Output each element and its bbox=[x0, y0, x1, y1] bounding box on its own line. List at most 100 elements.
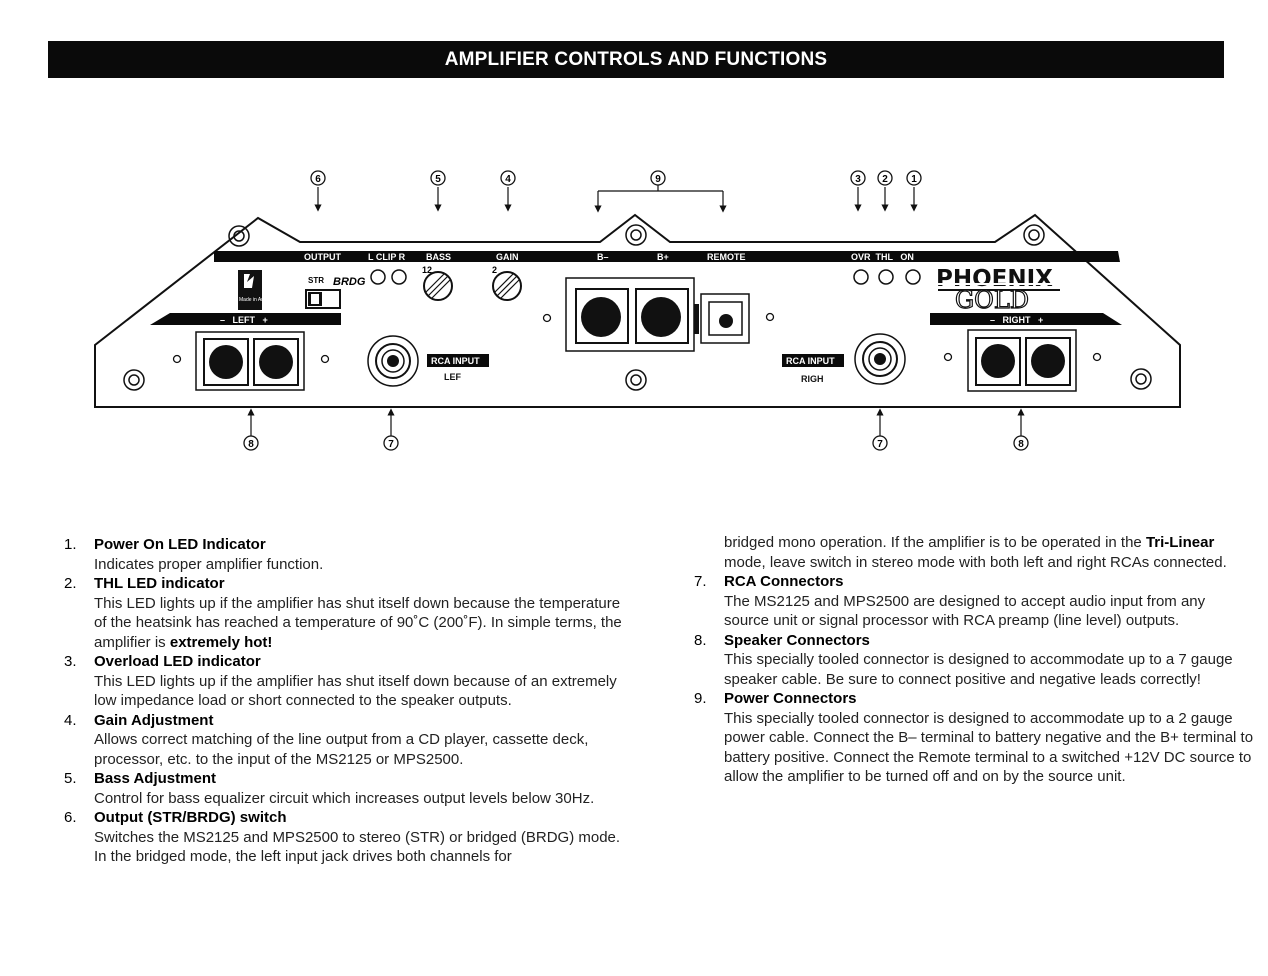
item-body: Switches the MS2125 and MPS2500 to stere… bbox=[94, 828, 621, 866]
item-body: Control for bass equalizer circuit which… bbox=[94, 789, 595, 807]
item-body: The MS2125 and MPS2500 are designed to a… bbox=[724, 592, 1206, 630]
b-minus-label: B– bbox=[597, 252, 609, 262]
item-title: Power On LED Indicator bbox=[94, 536, 266, 553]
right-rca-input[interactable] bbox=[854, 333, 906, 385]
item-body: This specially tooled connector is desig… bbox=[724, 709, 1254, 786]
list-item: 9.Power Connectors This specially tooled… bbox=[694, 690, 1254, 786]
made-in-america-logo: Made in America bbox=[238, 270, 276, 310]
svg-text:8: 8 bbox=[248, 439, 254, 450]
list-item: 3.Overload LED indicator This LED lights… bbox=[64, 652, 624, 711]
remote-label: REMOTE bbox=[707, 252, 746, 262]
bass-tick: 12 bbox=[422, 265, 432, 275]
item-title: Output (STR/BRDG) switch bbox=[94, 809, 287, 826]
amplifier-diagram: OUTPUT L CLIP R BASS GAIN B– B+ REMOTE O… bbox=[94, 170, 1181, 451]
item-body: This specially tooled connector is desig… bbox=[724, 651, 1233, 688]
left-speaker-connector[interactable] bbox=[195, 331, 305, 391]
list-item: 4.Gain Adjustment Allows correct matchin… bbox=[64, 711, 624, 770]
gain-tick: 2 bbox=[492, 265, 497, 275]
right-rca-label: RCA INPUT bbox=[786, 356, 835, 366]
gain-knob[interactable] bbox=[492, 271, 522, 301]
mounting-hole bbox=[1023, 224, 1045, 246]
clip-led-right bbox=[391, 269, 407, 285]
str-label: STR bbox=[308, 276, 324, 285]
item-emphasis: extremely hot! bbox=[169, 633, 273, 651]
right-channel-bar bbox=[930, 313, 1122, 325]
mounting-hole bbox=[1130, 368, 1152, 390]
right-bar-label: – RIGHT + bbox=[990, 315, 1043, 325]
item-title: Power Connectors bbox=[724, 690, 857, 707]
item-body: This LED lights up if the amplifier has … bbox=[94, 672, 617, 710]
amplifier-body bbox=[94, 213, 1181, 408]
list-item: 5.Bass Adjustment Control for bass equal… bbox=[64, 769, 624, 808]
svg-text:3: 3 bbox=[855, 174, 861, 185]
svg-text:PHOENIX: PHOENIX bbox=[936, 266, 1053, 292]
left-rca-sub: LEF bbox=[444, 372, 462, 382]
svg-text:1: 1 bbox=[911, 174, 917, 185]
svg-text:Made in America: Made in America bbox=[239, 297, 276, 303]
callout-8-right: 8 bbox=[1013, 408, 1029, 451]
callout-7-right: 7 bbox=[872, 408, 888, 451]
output-switch[interactable] bbox=[305, 289, 341, 309]
led-labels: OVR THL ON bbox=[851, 252, 914, 262]
page-header: AMPLIFIER CONTROLS AND FUNCTIONS bbox=[48, 41, 1224, 78]
svg-text:8: 8 bbox=[1018, 439, 1024, 450]
left-bar-label: – LEFT + bbox=[220, 315, 268, 325]
callout-5: 5 bbox=[430, 170, 446, 212]
callout-4: 4 bbox=[500, 170, 516, 212]
on-led bbox=[905, 269, 921, 285]
svg-text:4: 4 bbox=[505, 174, 511, 185]
svg-text:7: 7 bbox=[877, 439, 883, 450]
b-minus-terminal[interactable] bbox=[575, 288, 629, 344]
callout-2: 2 bbox=[877, 170, 893, 212]
svg-text:5: 5 bbox=[435, 174, 441, 185]
bass-label: BASS bbox=[426, 252, 451, 262]
b-plus-terminal[interactable] bbox=[635, 288, 689, 344]
item-body: This LED lights up if the amplifier has … bbox=[94, 594, 622, 651]
thl-led bbox=[878, 269, 894, 285]
item-title: Gain Adjustment bbox=[94, 711, 214, 729]
mounting-hole bbox=[625, 369, 647, 391]
callout-6: 6 bbox=[310, 170, 326, 212]
ovr-led bbox=[853, 269, 869, 285]
item-title: Bass Adjustment bbox=[94, 770, 216, 787]
item-body: Indicates proper amplifier function. bbox=[94, 555, 324, 573]
item-body: Allows correct matching of the line outp… bbox=[94, 731, 589, 768]
phoenix-gold-logo: PHOENIX GOLD bbox=[936, 266, 1060, 315]
list-item: 8.Speaker Connectors This specially tool… bbox=[694, 631, 1254, 690]
right-rca-sub: RIGH bbox=[801, 374, 824, 384]
left-column: 1.Power On LED Indicator Indicates prope… bbox=[64, 535, 624, 867]
svg-text:GOLD: GOLD bbox=[955, 286, 1029, 314]
brdg-label: BRDG bbox=[333, 276, 366, 288]
callout-7-left: 7 bbox=[383, 408, 399, 451]
callout-9: 9 bbox=[594, 170, 727, 213]
top-label-bar bbox=[214, 251, 1120, 262]
left-channel-bar bbox=[150, 313, 341, 325]
clip-led-left bbox=[370, 269, 386, 285]
svg-text:7: 7 bbox=[388, 439, 394, 450]
right-column: bridged mono operation. If the amplifier… bbox=[694, 533, 1254, 787]
gain-label: GAIN bbox=[496, 252, 519, 262]
mounting-hole bbox=[625, 224, 647, 246]
remote-terminal[interactable] bbox=[700, 293, 750, 344]
callout-3: 3 bbox=[850, 170, 866, 212]
right-speaker-connector[interactable] bbox=[967, 329, 1077, 392]
list-item: 2.THL LED indicator This LED lights up i… bbox=[64, 575, 622, 651]
left-rca-label: RCA INPUT bbox=[431, 356, 480, 366]
clip-label: L CLIP R bbox=[368, 252, 406, 262]
item-title: THL LED indicator bbox=[94, 575, 225, 592]
list-item: 7.RCA Connectors The MS2125 and MPS2500 … bbox=[694, 572, 1254, 631]
bass-knob[interactable] bbox=[423, 271, 453, 301]
svg-text:6: 6 bbox=[315, 174, 321, 185]
item-title: Overload LED indicator bbox=[94, 653, 261, 670]
callout-8-left: 8 bbox=[243, 408, 259, 451]
item-6-continued: bridged mono operation. If the amplifier… bbox=[724, 534, 1227, 571]
item-title: Speaker Connectors bbox=[724, 631, 870, 649]
output-label: OUTPUT bbox=[304, 252, 342, 262]
svg-text:2: 2 bbox=[882, 174, 888, 185]
svg-text:9: 9 bbox=[655, 174, 661, 185]
mounting-hole bbox=[123, 369, 145, 391]
item-title: RCA Connectors bbox=[724, 573, 844, 590]
mounting-hole bbox=[228, 225, 250, 247]
left-rca-input[interactable] bbox=[367, 335, 419, 387]
callout-1: 1 bbox=[906, 170, 922, 212]
